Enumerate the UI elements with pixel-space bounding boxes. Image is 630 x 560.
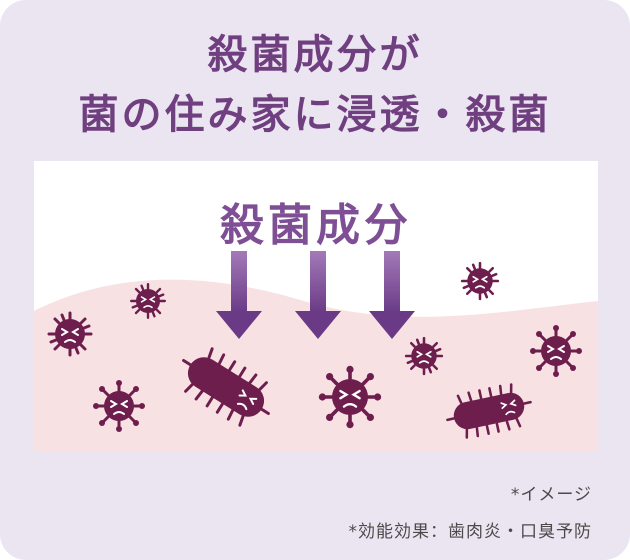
bacteria-icon [129, 283, 167, 319]
headline-line-2: 菌の住み家に浸透・殺菌 [78, 92, 552, 138]
bacteria-icon [528, 323, 584, 379]
arrow-down-icon [216, 251, 262, 339]
arrow-down-icon [295, 251, 341, 339]
bacteria-icon [460, 261, 500, 301]
bacteria-icon [91, 378, 147, 434]
bacteria-icon [316, 363, 384, 431]
efficacy-note: *効能効果：歯肉炎・口臭予防 [348, 522, 592, 542]
active-ingredient-label: 殺菌成分 [220, 200, 412, 251]
gum-bacteria-illustration [34, 251, 598, 451]
bacteria-icon [404, 336, 444, 376]
headline-line-1: 殺菌成分が [207, 32, 423, 78]
image-disclaimer: *イメージ [510, 485, 592, 505]
arrow-down-icon [369, 251, 415, 339]
bacteria-icon [47, 311, 93, 357]
illustration-panel: 殺菌成分 [34, 161, 598, 451]
